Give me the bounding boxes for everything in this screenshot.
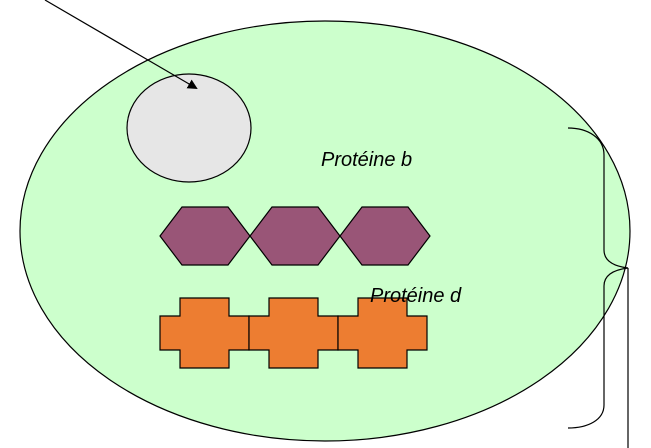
- hexagon-unit: [339, 206, 431, 266]
- nucleus-ellipse: [126, 73, 252, 183]
- protein-d-label: Protéine d: [370, 285, 462, 307]
- cross-unit: [337, 297, 428, 369]
- protein-b-chain: [159, 206, 431, 266]
- cross-unit: [248, 297, 339, 369]
- protein-d-chain: [159, 297, 428, 369]
- cross-unit: [159, 297, 250, 369]
- pointer-arrow: [44, 0, 198, 90]
- protein-b-label: Protéine b: [321, 149, 412, 171]
